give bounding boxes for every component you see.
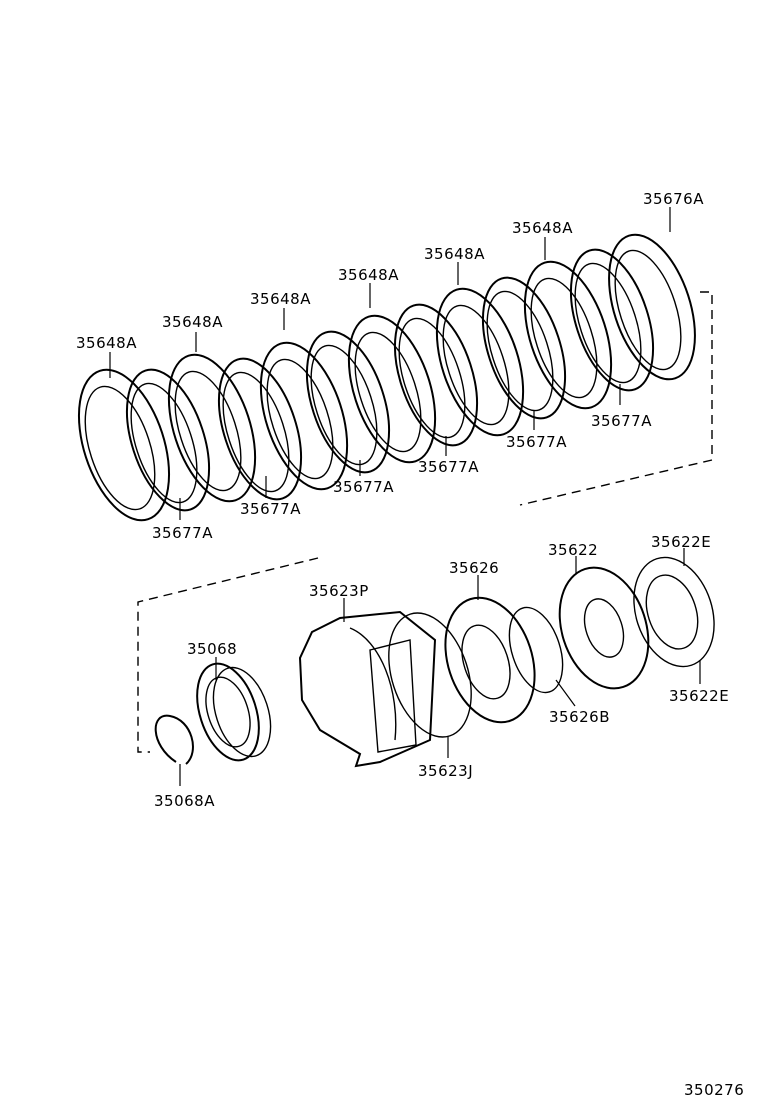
- snap-ring-35068A: [154, 714, 194, 765]
- seal-35623J: [388, 612, 472, 738]
- figure-number: 350276: [684, 1081, 744, 1099]
- callout-35648A-1: 35648A: [76, 334, 137, 352]
- callout-35623J: 35623J: [418, 762, 473, 780]
- callout-35677A-2: 35677A: [240, 500, 301, 518]
- piston-35626: [444, 596, 536, 724]
- callout-35622E-top: 35622E: [651, 533, 711, 551]
- callout-35648A-3: 35648A: [250, 290, 311, 308]
- callout-35677A-1: 35677A: [152, 524, 213, 542]
- assembly-line-upper: [519, 291, 713, 506]
- callout-35676A: 35676A: [643, 190, 704, 208]
- plate-35677A-4: [393, 303, 479, 447]
- callout-35068A: 35068A: [154, 792, 215, 810]
- callout-35648A-2: 35648A: [162, 313, 223, 331]
- callout-35648A-5: 35648A: [424, 245, 485, 263]
- seal-35626B: [508, 606, 564, 694]
- assembly-line-lower: [137, 557, 319, 753]
- callout-35677A-6: 35677A: [591, 412, 652, 430]
- callout-35677A-3: 35677A: [333, 478, 394, 496]
- disc-35648A-1: [77, 368, 171, 522]
- leader-lines: [109, 207, 701, 786]
- callout-35068: 35068: [187, 640, 237, 658]
- callout-35648A-6: 35648A: [512, 219, 573, 237]
- disc-35648A-3: [259, 341, 349, 491]
- plate-35677A-1: [125, 368, 211, 512]
- disc-35648A-5: [435, 287, 525, 437]
- one-way-clutch-35068: [196, 662, 272, 762]
- piston-35622: [558, 566, 650, 690]
- callout-35622E-bottom: 35622E: [669, 687, 729, 705]
- disc-35648A-2: [167, 353, 257, 503]
- callout-35677A-5: 35677A: [506, 433, 567, 451]
- drum-35623P: [298, 610, 437, 768]
- plate-35677A-5: [481, 276, 567, 420]
- callout-35648A-4: 35648A: [338, 266, 399, 284]
- plate-35677A-3: [305, 330, 391, 474]
- callout-35623P: 35623P: [309, 582, 369, 600]
- clutch-stack: [77, 233, 696, 522]
- callout-35626B: 35626B: [549, 708, 610, 726]
- plate-35677A-2: [217, 357, 303, 501]
- disc-35648A-4: [347, 314, 437, 464]
- callout-35622: 35622: [548, 541, 598, 559]
- seal-35622E: [633, 556, 715, 668]
- disc-35648A-6: [523, 260, 613, 410]
- plate-35677A-6: [569, 248, 655, 392]
- ring-35676A: [608, 233, 696, 381]
- callout-35626: 35626: [449, 559, 499, 577]
- callout-35677A-4: 35677A: [418, 458, 479, 476]
